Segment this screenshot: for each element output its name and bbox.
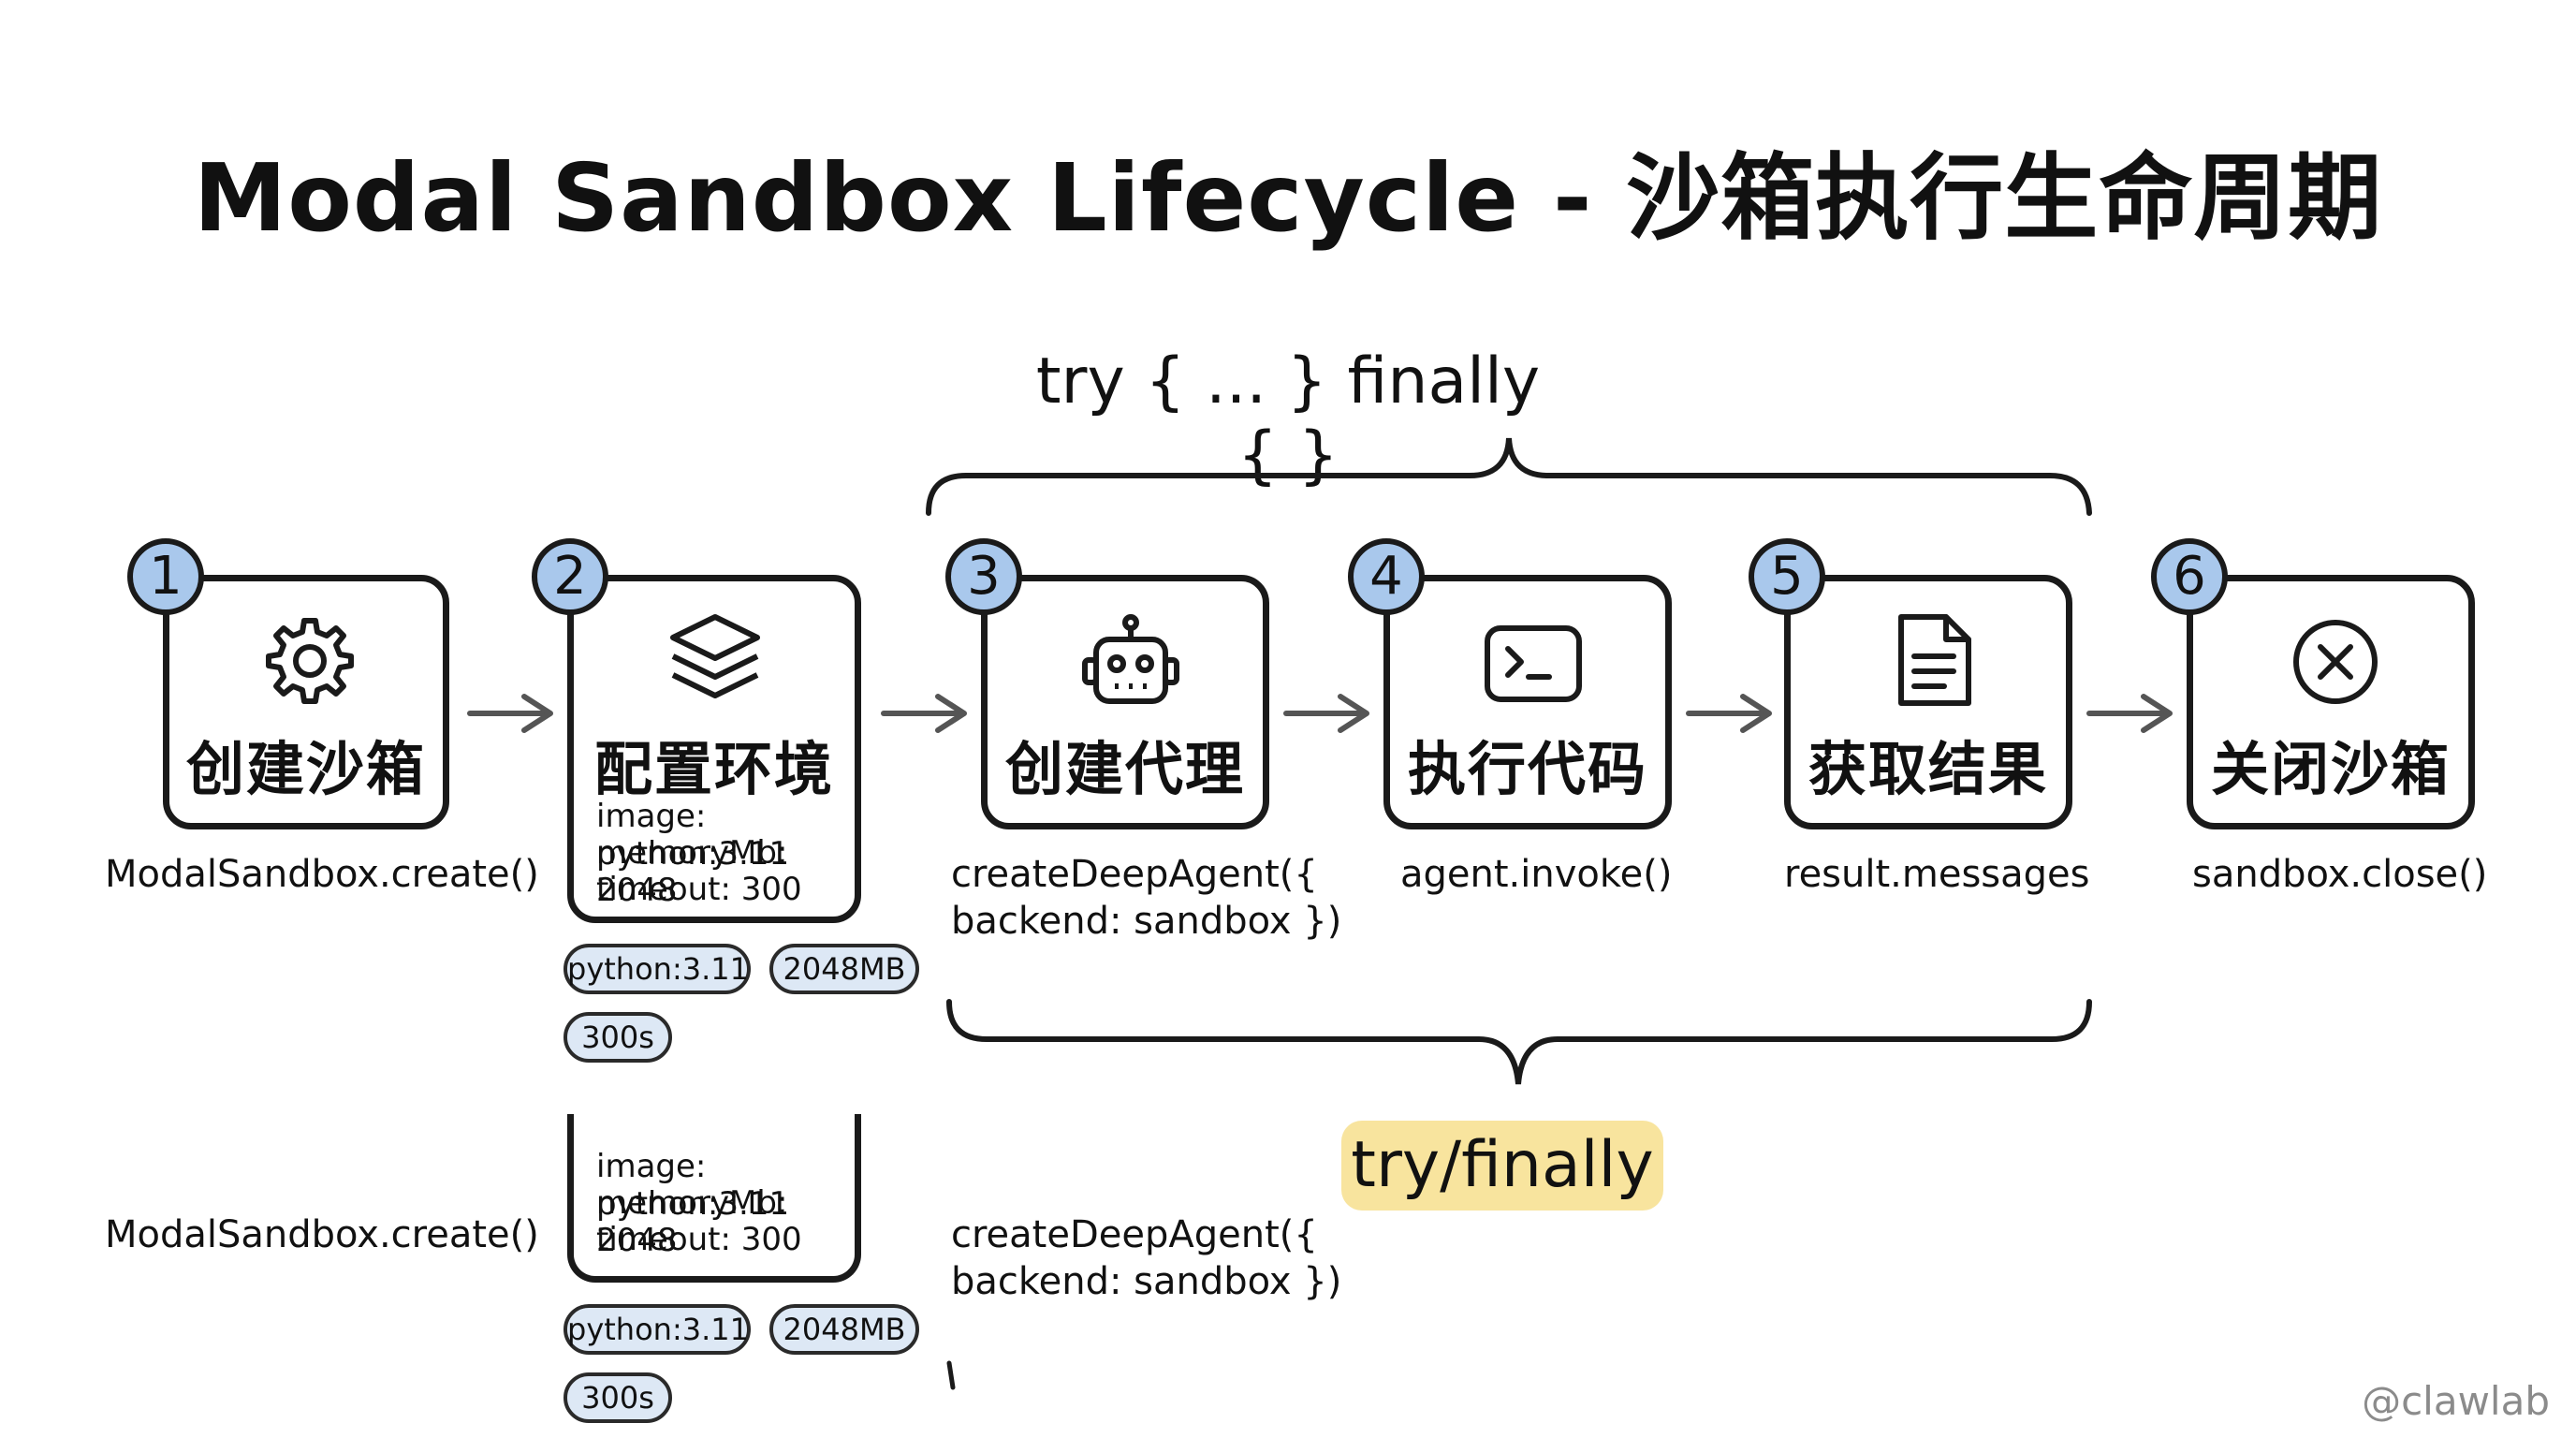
repeat-config-image: image: python:3.11	[596, 1148, 790, 1223]
step-1-number-badge: 1	[127, 538, 204, 615]
arrow-2-3	[881, 694, 967, 733]
gear-icon	[266, 618, 354, 704]
close-circle-icon	[2293, 620, 2378, 704]
robot-icon	[1082, 614, 1179, 704]
step-4-code: agent.invoke()	[1400, 853, 1673, 896]
pill-memory: 2048MB	[769, 944, 919, 994]
repeat-config-timeout: timeout: 300	[596, 1221, 802, 1258]
step-6-label: 关闭沙箱	[2210, 735, 2451, 803]
top-brace	[926, 437, 2092, 516]
pill-python: python:3.11	[564, 944, 751, 994]
pill-timeout: 300s	[564, 1012, 672, 1063]
layers-icon	[670, 614, 760, 698]
step-1-code: ModalSandbox.create()	[105, 853, 539, 896]
bottom-brace	[946, 999, 2092, 1085]
step-3-code-line-2: backend: sandbox })	[951, 900, 1342, 943]
arrow-4-5	[1686, 694, 1772, 733]
page-title: Modal Sandbox Lifecycle - 沙箱执行生命周期	[193, 143, 2383, 253]
try-finally-badge: try/finally	[1341, 1121, 1663, 1211]
document-icon	[1898, 614, 1971, 706]
watermark: @clawlab	[2362, 1378, 2550, 1424]
step-6-number-badge: 6	[2151, 538, 2228, 615]
terminal-icon	[1485, 625, 1582, 702]
step-6-card: 关闭沙箱	[2187, 575, 2475, 829]
step-5-code: result.messages	[1784, 853, 2090, 896]
config-memory: memoryMb: 2048	[596, 834, 788, 909]
step-1-card: 创建沙箱	[163, 575, 449, 829]
repeat-config-memory: memoryMb: 2048	[596, 1184, 788, 1259]
step-3-card: 创建代理	[981, 575, 1269, 829]
step-2-card: 配置环境 image: python:3.11 memoryMb: 2048 t…	[567, 575, 861, 923]
arrow-5-6	[2086, 694, 2173, 733]
step-4-label: 执行代码	[1407, 735, 1647, 803]
repeat-step-3-code-line-1: createDeepAgent({	[951, 1213, 1318, 1256]
step-6-code: sandbox.close()	[2192, 853, 2488, 896]
repeat-config-card: image: python:3.11 memoryMb: 2048 timeou…	[567, 1114, 861, 1283]
repeat-pill-timeout: 300s	[564, 1372, 672, 1423]
repeat-pill-python: python:3.11	[564, 1304, 751, 1355]
step-4-card: 执行代码	[1383, 575, 1672, 829]
repeat-step-3-code-line-2: backend: sandbox })	[951, 1260, 1342, 1303]
step-5-label: 获取结果	[1808, 735, 2048, 803]
step-5-card: 获取结果	[1784, 575, 2072, 829]
step-2-label: 配置环境	[593, 735, 834, 803]
try-finally-header: try { ... } finally { }	[1035, 345, 1541, 492]
step-4-number-badge: 4	[1348, 538, 1425, 615]
step-3-code-line-1: createDeepAgent({	[951, 853, 1318, 896]
arrow-3-4	[1283, 694, 1369, 733]
step-3-label: 创建代理	[1004, 735, 1245, 803]
repeat-pill-memory: 2048MB	[769, 1304, 919, 1355]
step-5-number-badge: 5	[1749, 538, 1825, 615]
step-2-number-badge: 2	[532, 538, 608, 615]
step-1-label: 创建沙箱	[185, 735, 426, 803]
repeat-step-1-code: ModalSandbox.create()	[105, 1213, 539, 1256]
config-image: image: python:3.11	[596, 798, 790, 873]
step-3-number-badge: 3	[945, 538, 1022, 615]
config-timeout: timeout: 300	[596, 871, 802, 908]
arrow-1-2	[467, 694, 553, 733]
